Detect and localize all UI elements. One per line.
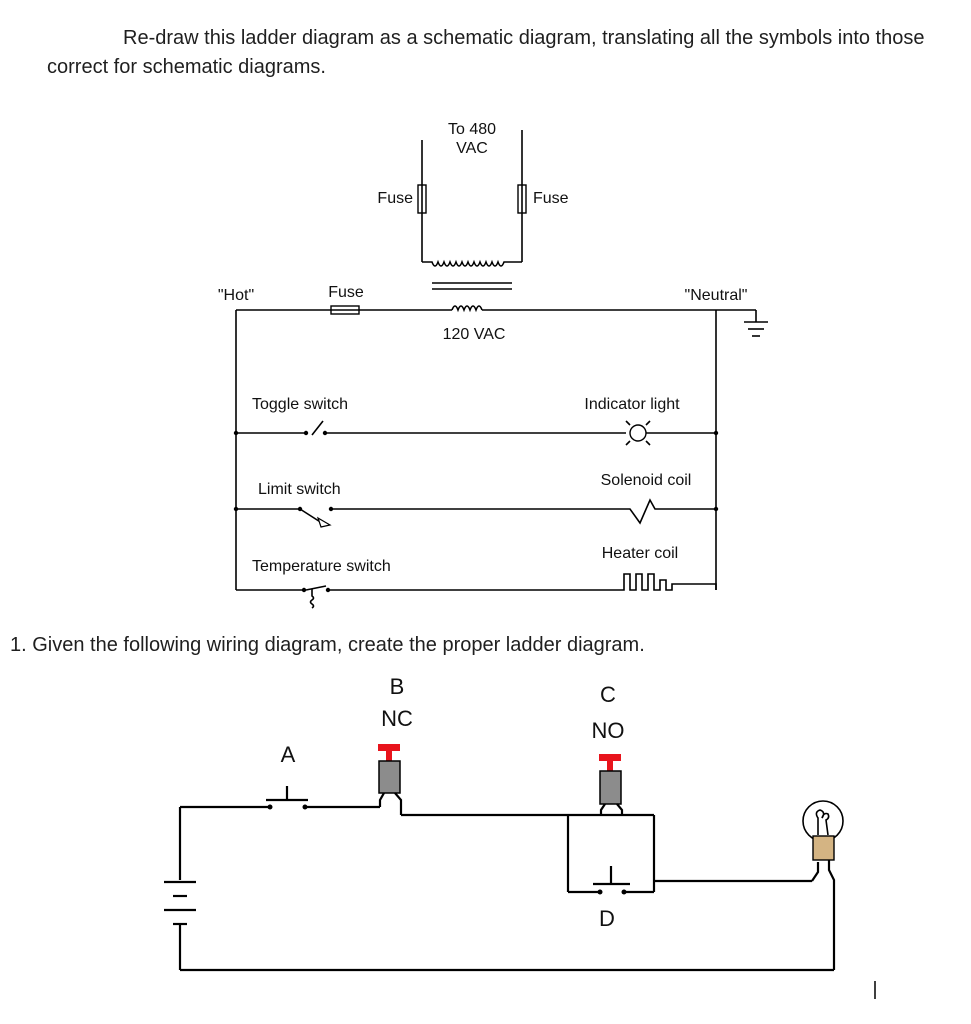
transformer-secondary-coil [451, 305, 483, 313]
indicator-light-label: Indicator light [584, 396, 680, 413]
button-c-cap [599, 754, 621, 761]
button-c-body [599, 770, 622, 805]
toggle-switch-label: Toggle switch [252, 396, 348, 413]
temperature-switch-label: Temperature switch [252, 558, 391, 575]
button-c-label: C [600, 682, 616, 707]
neutral-label: "Neutral" [685, 287, 748, 304]
fuse-left-label: Fuse [377, 190, 413, 207]
solenoid-coil-icon [620, 498, 716, 525]
switch-a-label: A [281, 742, 296, 767]
hot-label: "Hot" [218, 287, 254, 304]
lamp-base [812, 835, 835, 861]
ladder-diagram: To 480 VAC Fuse Fuse 120 VAC "Hot" Fuse … [218, 121, 768, 609]
heater-coil-label: Heater coil [602, 545, 678, 562]
button-b-cap [378, 744, 400, 751]
button-b-type: NC [381, 706, 413, 731]
heater-coil-icon [620, 573, 717, 591]
lamp-icon [802, 800, 844, 842]
button-c-type: NO [592, 718, 625, 743]
temperature-switch-icon [305, 585, 327, 591]
solenoid-coil-label: Solenoid coil [601, 472, 692, 489]
secondary-voltage-label: 120 VAC [443, 326, 506, 343]
supply-label-2: VAC [456, 140, 488, 157]
button-b-label: B [390, 674, 405, 699]
indicator-light-icon [629, 424, 647, 442]
instruction-redraw-ladder: Re-draw this ladder diagram as a schemat… [47, 27, 925, 78]
instruction-create-ladder: 1. Given the following wiring diagram, c… [10, 634, 645, 656]
toggle-switch-icon [311, 420, 324, 436]
button-d-label: D [599, 906, 615, 931]
supply-label: To 480 [448, 121, 496, 138]
limit-switch-label: Limit switch [258, 481, 341, 498]
transformer-primary-coil [422, 259, 522, 267]
button-b-body [378, 760, 401, 794]
fuse-hot-label: Fuse [328, 284, 364, 301]
wiring-diagram: A B NC C NO D [164, 674, 876, 999]
fuse-right-label: Fuse [533, 190, 569, 207]
